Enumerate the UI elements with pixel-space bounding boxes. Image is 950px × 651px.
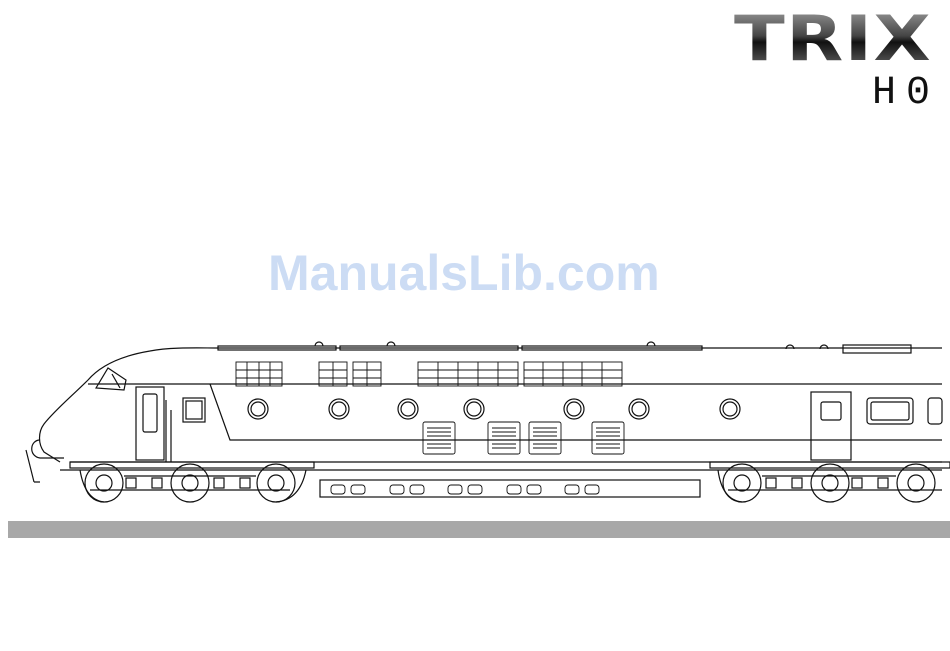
cab-window bbox=[96, 368, 126, 390]
trix-logo: TRIX bbox=[734, 8, 932, 70]
porthole-row bbox=[248, 399, 740, 419]
cab-door bbox=[136, 387, 164, 460]
brand-block: TRIX H0 bbox=[767, 8, 932, 116]
cab-nose bbox=[40, 351, 151, 462]
scale-label: H0 bbox=[767, 72, 940, 116]
watermark: ManualsLib.com bbox=[268, 243, 660, 303]
buffer bbox=[32, 440, 64, 458]
louvre-group bbox=[423, 422, 624, 454]
locomotive-drawing bbox=[0, 330, 950, 515]
fuel-tank bbox=[320, 480, 700, 497]
roof-box bbox=[843, 345, 911, 353]
front-bogie bbox=[70, 462, 314, 502]
grille-group bbox=[236, 362, 622, 386]
side-window bbox=[928, 398, 942, 424]
rail-bar bbox=[8, 521, 950, 538]
rear-bogie bbox=[710, 462, 950, 502]
